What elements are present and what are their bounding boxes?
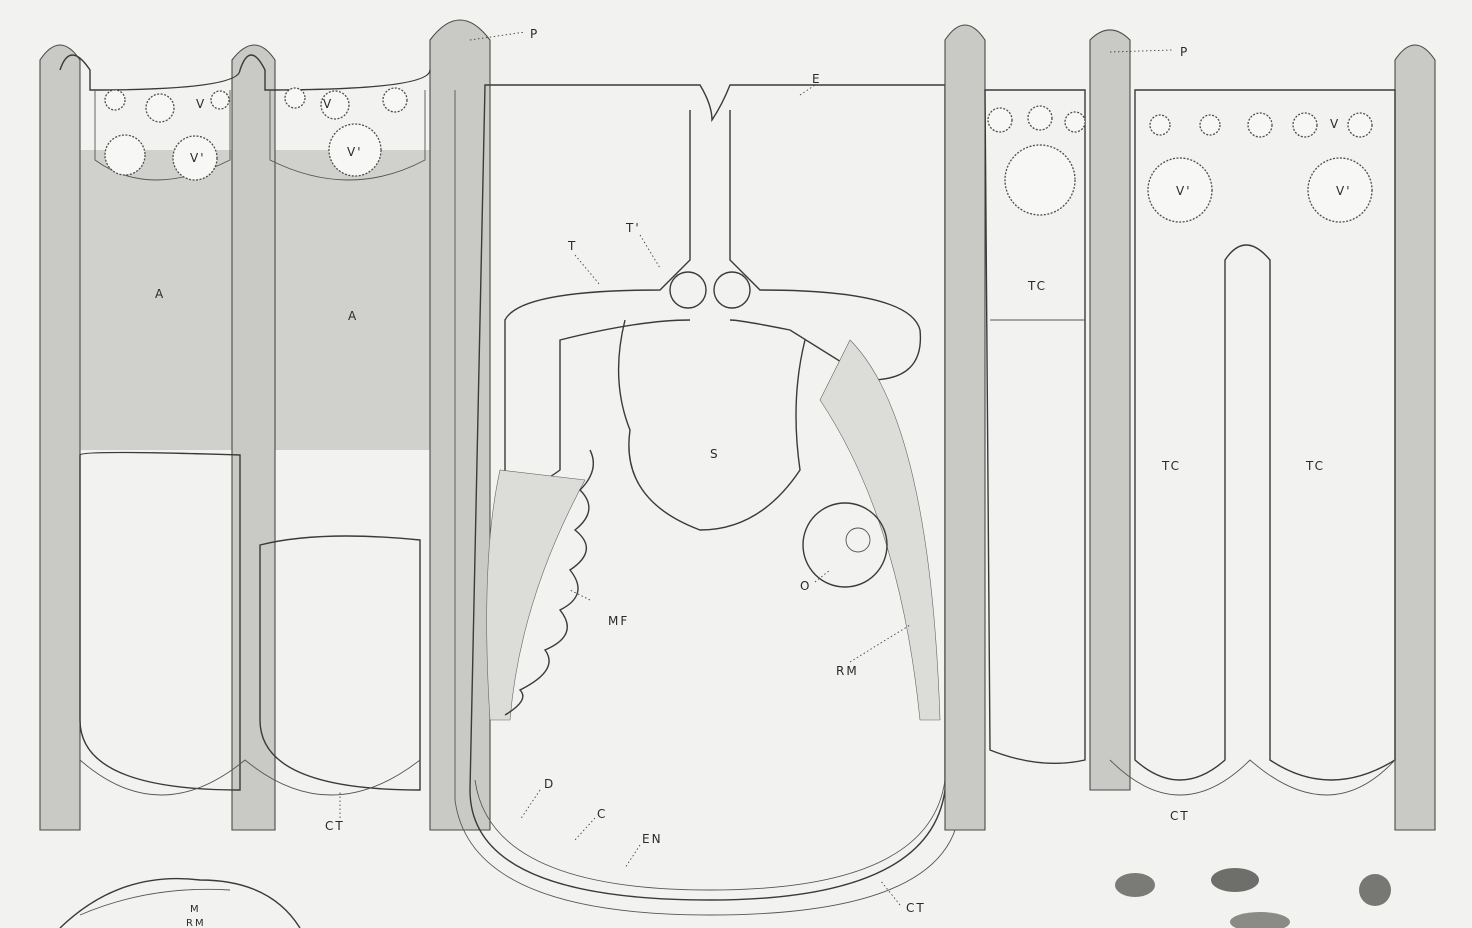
- vesicle-small: [211, 91, 229, 109]
- vesicle-small: [1348, 113, 1372, 137]
- label-EN: EN: [642, 832, 663, 846]
- retractor-muscle-right: [820, 340, 940, 720]
- middle-wall-left: [232, 45, 275, 830]
- retractor-muscle-left: [487, 470, 585, 720]
- right-chamber-group: [945, 25, 1435, 928]
- label-P-left: P: [530, 27, 539, 41]
- label-TC-1: TC: [1027, 279, 1047, 293]
- wall-between-chambers: [430, 20, 490, 830]
- label-Vprime-1: V': [190, 151, 206, 165]
- label-S: S: [710, 447, 720, 461]
- left-chamber-group: [40, 20, 490, 830]
- right-wall-1: [945, 25, 985, 830]
- label-T: T: [567, 239, 577, 253]
- label-M: M: [190, 904, 201, 915]
- label-V-2: V: [323, 97, 333, 111]
- vesicle-small: [383, 88, 407, 112]
- tentacle-section-left: [670, 272, 706, 308]
- inset-outline: [60, 879, 300, 928]
- vesicle-small: [988, 108, 1012, 132]
- endoderm-layer: [475, 780, 945, 890]
- granule: [1230, 912, 1290, 928]
- label-CT-2: CT: [1170, 809, 1190, 823]
- label-RM: RM: [836, 664, 859, 678]
- label-O: O: [800, 579, 811, 593]
- label-RM-inset: RM: [186, 918, 206, 928]
- right-wall-3: [1395, 45, 1435, 830]
- label-A-2: A: [348, 309, 358, 323]
- vesicle-small: [1065, 112, 1085, 132]
- label-A-1: A: [155, 287, 165, 301]
- right-wall-2: [1090, 30, 1130, 790]
- label-Tprime: T': [625, 221, 641, 235]
- vesicle-small: [1293, 113, 1317, 137]
- vesicle-small: [1028, 106, 1052, 130]
- label-P-right: P: [1180, 45, 1189, 59]
- label-CT-3: CT: [906, 901, 926, 915]
- label-TC-2: TC: [1161, 459, 1181, 473]
- granule: [1359, 874, 1391, 906]
- inset-section: [60, 879, 300, 928]
- label-TC-3: TC: [1305, 459, 1325, 473]
- lower-cavity-left: [80, 453, 240, 791]
- vesicle-small: [285, 88, 305, 108]
- vesicle-small: [1248, 113, 1272, 137]
- label-Vprime-3: V': [1176, 184, 1192, 198]
- vesicle-small: [1150, 115, 1170, 135]
- label-CT-1: CT: [325, 819, 345, 833]
- label-D: D: [544, 777, 555, 791]
- lower-cavity-right: [260, 536, 420, 790]
- label-MF: MF: [608, 614, 629, 628]
- vesicle-large: [105, 135, 145, 175]
- left-wall-outer: [40, 45, 80, 830]
- label-C: C: [597, 807, 607, 821]
- label-Vprime-4: V': [1336, 184, 1352, 198]
- central-polyp-group: [455, 85, 960, 915]
- vesicle-small: [146, 94, 174, 122]
- ovum-nucleus: [846, 528, 870, 552]
- tentacle-section-right: [714, 272, 750, 308]
- ovum: [803, 503, 887, 587]
- label-Vprime-2: V': [347, 145, 363, 159]
- stomach: [619, 320, 805, 530]
- inset-inner: [80, 889, 230, 915]
- vesicle-small: [105, 90, 125, 110]
- label-V-3: V: [1330, 117, 1340, 131]
- vesicle-small: [1200, 115, 1220, 135]
- granule: [1211, 868, 1259, 892]
- label-E: E: [812, 72, 822, 86]
- vesicle-large: [1005, 145, 1075, 215]
- label-V-1: V: [196, 97, 206, 111]
- granule: [1115, 873, 1155, 897]
